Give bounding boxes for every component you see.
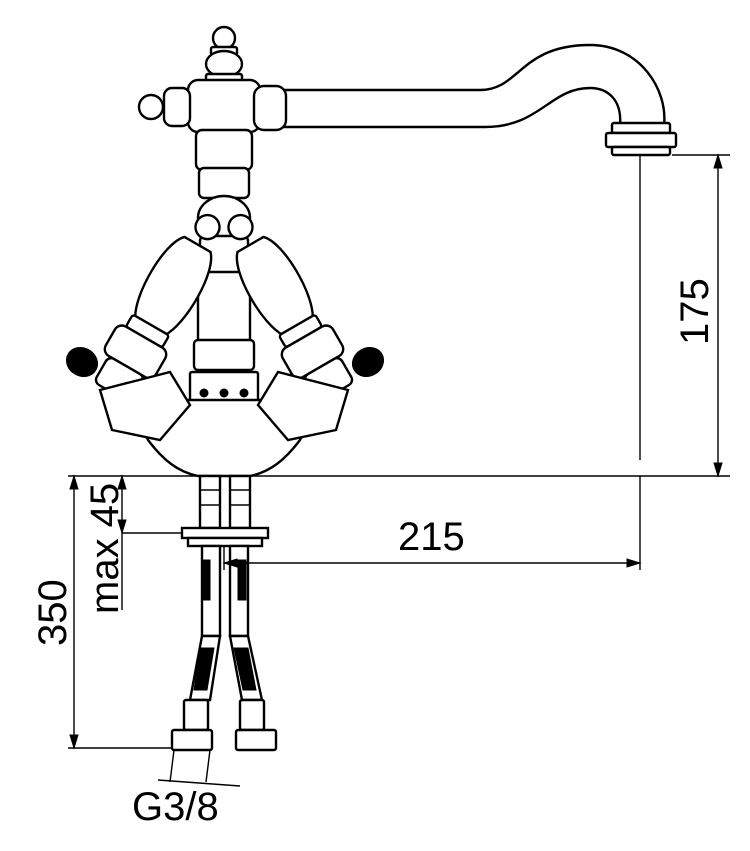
dimension-175-label: 175 — [673, 278, 717, 345]
dimension-deck-thickness: max 45 — [83, 474, 182, 614]
dimension-spout-height: 175 — [639, 153, 730, 478]
dimension-g38-label: G3/8 — [132, 785, 219, 829]
right-valve-housing — [256, 346, 385, 442]
right-lever-handle — [227, 213, 354, 403]
dimension-spout-reach: 215 — [222, 476, 642, 570]
faucet-body-column — [128, 25, 320, 478]
dimension-350-label: 350 — [31, 579, 75, 646]
mounting-hardware — [180, 474, 270, 548]
spout — [280, 43, 678, 157]
flexible-hoses — [170, 544, 278, 752]
dimension-215-label: 215 — [398, 515, 465, 559]
left-lever-handle — [94, 213, 221, 403]
dimension-connection-thread: G3/8 — [132, 749, 241, 829]
dimension-max45-label: max 45 — [83, 483, 127, 614]
dimension-hose-length: 350 — [31, 474, 172, 750]
left-valve-housing — [65, 346, 192, 442]
